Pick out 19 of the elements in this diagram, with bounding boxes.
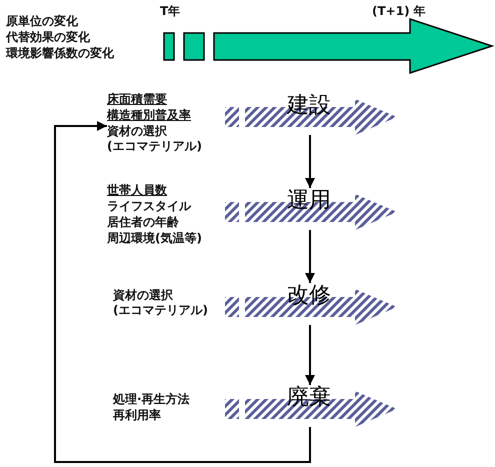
factor-text: 資材の選択 (エコマテリアル) xyxy=(107,124,203,154)
factor-text: 再利用率 xyxy=(113,408,161,423)
factor-text: 資材の選択 (エコマテリアル) xyxy=(113,288,209,318)
factor-text: ライフスタイル xyxy=(107,199,191,214)
year-label: (T+1) 年 xyxy=(372,4,426,19)
factor-text: 処理·再生方法 xyxy=(113,392,190,407)
factor-text: 構造種別普及率 xyxy=(107,108,191,123)
year-label: T年 xyxy=(160,4,180,19)
factor-text: 居住者の年齢 xyxy=(107,215,179,230)
factor-text: 世帯人員数 xyxy=(107,183,167,198)
arrow xyxy=(305,325,315,385)
factor-text: 原単位の変化 xyxy=(6,14,78,29)
factor-text: 床面積需要 xyxy=(107,92,167,107)
factor-text: 代替効果の変化 xyxy=(6,30,90,45)
arrow xyxy=(305,135,315,188)
factor-text: 環境影響係数の変化 xyxy=(6,46,114,61)
factor-text: 周辺環境(気温等) xyxy=(107,231,202,246)
arrow xyxy=(305,230,315,283)
arrow xyxy=(54,121,311,463)
